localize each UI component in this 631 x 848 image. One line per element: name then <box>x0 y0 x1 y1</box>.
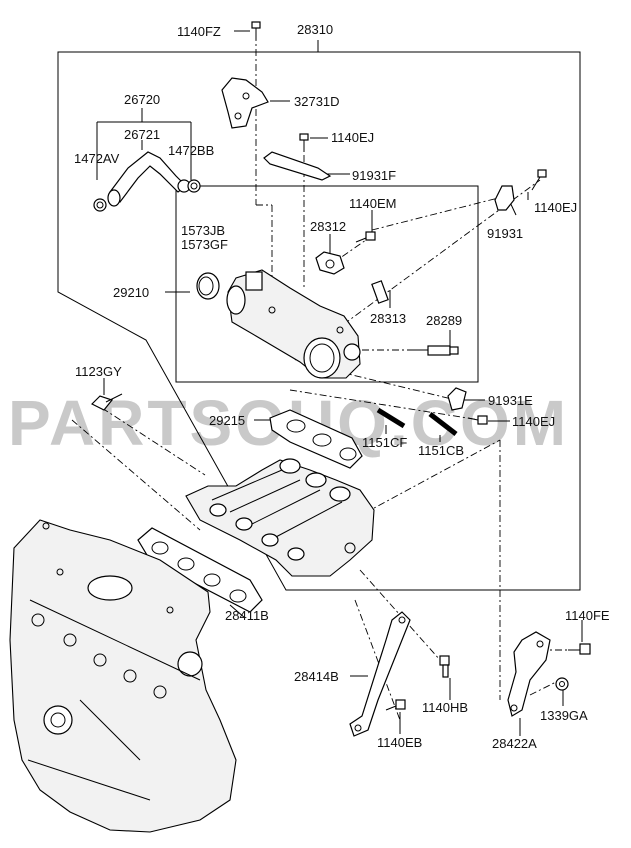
bolt-1140ej-top <box>299 133 309 152</box>
clamp-1472av <box>93 198 107 212</box>
leader-lines <box>96 30 583 736</box>
label-26721: 26721 <box>124 127 160 142</box>
sensor-28312 <box>315 251 345 275</box>
clamp-1472bb <box>187 179 201 193</box>
callout-labels: 1140FZ 28310 32731D 26720 26721 1472AV 1… <box>74 22 610 751</box>
bolt-1140ej-lower <box>467 415 488 425</box>
stud-1151cb <box>428 412 458 436</box>
label-1140hb: 1140HB <box>422 700 468 715</box>
label-29215: 29215 <box>209 413 245 428</box>
bracket-28422a <box>507 631 551 717</box>
bolt-1140em <box>355 231 376 243</box>
label-1140ej-right: 1140EJ <box>534 200 577 215</box>
label-26720: 26720 <box>124 92 160 107</box>
throttle-body-box <box>175 185 479 383</box>
label-1573jb: 1573JB <box>181 223 225 238</box>
label-91931f: 91931F <box>352 168 396 183</box>
bracket-32731d <box>221 77 269 129</box>
label-1472av: 1472AV <box>74 151 120 166</box>
hose-26721 <box>107 151 191 207</box>
label-1140ej-lower: 1140EJ <box>512 414 555 429</box>
bracket-91931f <box>263 151 332 181</box>
label-28310: 28310 <box>297 22 333 37</box>
label-1123gy: 1123GY <box>75 364 122 379</box>
assembly-outline <box>57 51 581 591</box>
bolt-1140fe <box>568 643 591 655</box>
label-1140eb: 1140EB <box>377 735 422 750</box>
bolt-1140eb <box>385 699 406 711</box>
label-91931e: 91931E <box>488 393 533 408</box>
label-1140ej-top: 1140EJ <box>331 130 374 145</box>
label-28289: 28289 <box>426 313 462 328</box>
label-1140em: 1140EM <box>349 196 396 211</box>
label-1472bb: 1472BB <box>168 143 214 158</box>
label-28422a: 28422A <box>492 736 537 751</box>
label-29210: 29210 <box>113 285 149 300</box>
plug-1573jb <box>196 272 220 300</box>
label-28414b: 28414B <box>294 669 339 684</box>
pin-28313 <box>371 280 389 304</box>
label-1140fe: 1140FE <box>565 608 610 623</box>
label-1573gf: 1573GF <box>181 237 228 252</box>
bolt-1140hb <box>439 655 450 678</box>
bolt-1123gy <box>90 393 123 411</box>
label-28313: 28313 <box>370 311 406 326</box>
label-1339ga: 1339GA <box>540 708 588 723</box>
nut-1339ga <box>555 677 569 691</box>
intake-manifold <box>185 458 375 577</box>
stay-28414b <box>349 611 411 737</box>
label-28411b: 28411B <box>225 608 269 623</box>
bracket-91931 <box>494 185 515 211</box>
label-1140fz: 1140FZ <box>177 24 221 39</box>
bolt-1140ej-right <box>531 169 547 191</box>
stud-1151cf <box>376 407 406 429</box>
label-1151cf: 1151CF <box>362 435 407 450</box>
label-28312: 28312 <box>310 219 346 234</box>
label-32731d: 32731D <box>294 94 340 109</box>
label-91931: 91931 <box>487 226 523 241</box>
engine-block <box>9 519 237 833</box>
bracket-91931e <box>447 387 467 411</box>
label-1151cb: 1151CB <box>418 443 464 458</box>
bolt-1140fz <box>251 21 261 40</box>
sensor-28289 <box>408 345 459 356</box>
throttle-body-29210 <box>226 269 361 379</box>
gasket-29215 <box>269 409 363 469</box>
